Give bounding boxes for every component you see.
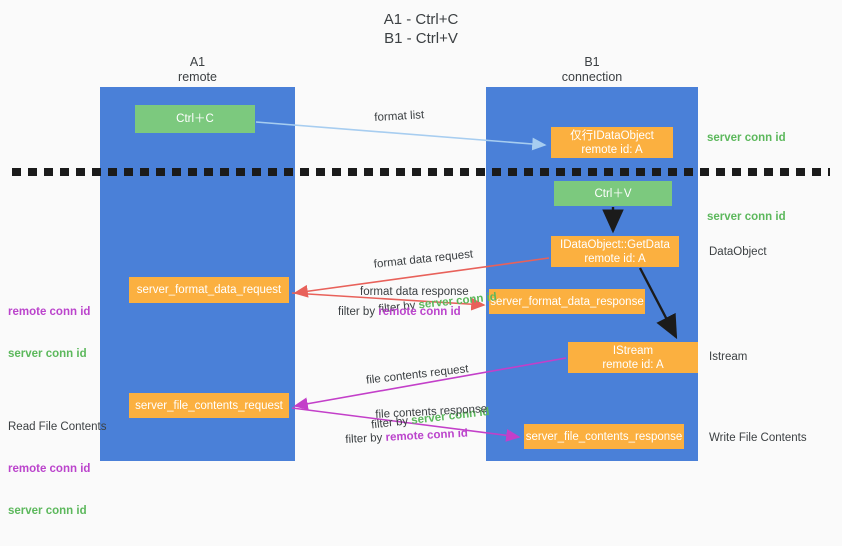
annotation-server-conn-id-lower: server conn id <box>8 504 106 518</box>
node-istream[interactable]: IStream remote id: A <box>568 342 698 373</box>
edge-label-format-data-request-text: format data request <box>373 248 474 271</box>
edge-label-file-contents-request-text: file contents request <box>365 363 470 387</box>
node-idataobject-copy-line1: 仅行IDataObject <box>570 129 654 142</box>
annotation-remote-conn-id-upper-text: remote conn id <box>8 306 91 318</box>
phase-divider <box>12 168 830 176</box>
annotation-server-conn-id-mid: server conn id <box>707 210 786 224</box>
node-server-file-contents-request[interactable]: server_file_contents_request <box>129 393 289 418</box>
node-getdata-line2: remote id: A <box>584 252 646 265</box>
node-server-file-contents-response-label: server_file_contents_response <box>525 430 683 443</box>
lane-a1-header: A1 remote <box>178 55 217 84</box>
node-server-file-contents-request-label: server_file_contents_request <box>135 399 283 412</box>
node-server-format-data-response-label: server_format_data_response <box>490 295 644 308</box>
node-server-file-contents-response[interactable]: server_file_contents_response <box>524 424 684 449</box>
edge-label-format-data-response: format data response <box>360 286 469 298</box>
annotation-istream-text: Istream <box>709 351 748 363</box>
node-ctrl-v[interactable]: Ctrl＋V <box>554 181 672 206</box>
filter-value-remote-conn-id: remote conn id <box>385 427 469 444</box>
node-istream-line1: IStream <box>612 344 654 357</box>
annotation-read-file-contents-group: Read File Contents remote conn id server… <box>8 392 106 546</box>
edge-label-format-data-response-filter: filter by remote conn id <box>338 305 461 320</box>
annotation-server-conn-id-upper-text: server conn id <box>8 348 87 360</box>
annotation-server-conn-id-top-text: server conn id <box>707 132 786 144</box>
node-idataobject-copy-line2: remote id: A <box>581 143 643 156</box>
page-title: A1 - Ctrl+C B1 - Ctrl+V <box>383 11 459 47</box>
node-ctrl-c-label: Ctrl＋C <box>176 113 214 125</box>
annotation-istream: Istream <box>709 350 747 364</box>
annotation-write-file-contents-text: Write File Contents <box>709 432 807 444</box>
diagram-canvas: A1 - Ctrl+C B1 - Ctrl+V A1 remote B1 con… <box>8 11 830 517</box>
node-server-format-data-request[interactable]: server_format_data_request <box>129 277 289 303</box>
annotation-server-conn-id-lower-text: server conn id <box>8 505 87 517</box>
edge-label-format-list: format list <box>374 109 425 124</box>
node-getdata[interactable]: IDataObject::GetData remote id: A <box>551 236 679 267</box>
annotation-write-file-contents: Write File Contents <box>709 431 807 445</box>
annotation-conn-ids-upper: remote conn id server conn id <box>8 277 90 389</box>
annotation-server-conn-id-upper: server conn id <box>8 347 90 361</box>
annotation-read-file-contents-text: Read File Contents <box>8 421 107 433</box>
node-ctrl-c[interactable]: Ctrl＋C <box>135 105 255 133</box>
node-istream-line2: remote id: A <box>602 358 664 371</box>
annotation-server-conn-id-top: server conn id <box>707 131 786 145</box>
filter-value-remote-conn-id: remote conn id <box>378 306 461 318</box>
node-idataobject-copy[interactable]: 仅行IDataObject remote id: A <box>551 127 673 158</box>
filter-prefix: filter by <box>345 431 386 446</box>
annotation-dataobject-text: DataObject <box>709 246 767 258</box>
annotation-remote-conn-id-lower: remote conn id <box>8 462 106 476</box>
node-server-format-data-response[interactable]: server_format_data_response <box>489 289 645 314</box>
lane-b1-header: B1 connection <box>561 55 623 84</box>
annotation-dataobject: DataObject <box>709 245 767 259</box>
annotation-remote-conn-id-upper: remote conn id <box>8 305 90 319</box>
annotation-remote-conn-id-lower-text: remote conn id <box>8 463 91 475</box>
edge-label-format-data-request: format data request filter by server con… <box>370 216 501 348</box>
node-ctrl-v-label: Ctrl＋V <box>594 187 632 200</box>
filter-prefix: filter by <box>338 306 379 318</box>
node-getdata-line1: IDataObject::GetData <box>560 238 670 251</box>
node-server-format-data-request-label: server_format_data_request <box>136 284 282 296</box>
annotation-server-conn-id-mid-text: server conn id <box>707 211 786 223</box>
annotation-read-file-contents: Read File Contents <box>8 420 106 434</box>
